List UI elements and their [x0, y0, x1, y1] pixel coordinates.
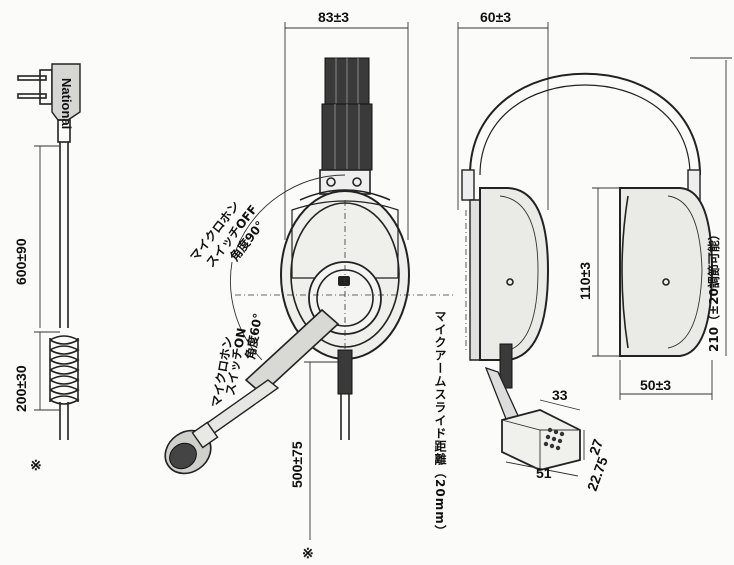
mic-box-grille	[543, 427, 565, 451]
cable-assembly: National ※ 600±90 200±30	[13, 63, 81, 473]
cord-boot	[337, 349, 353, 395]
side-earcup	[479, 187, 550, 361]
plug-strain-relief	[57, 119, 71, 143]
cord-length-label: 500±75	[289, 441, 305, 488]
hub-button	[338, 276, 350, 286]
headband-arc-outer	[469, 72, 701, 176]
angle-arc-off	[235, 174, 346, 251]
slider-left	[461, 169, 475, 201]
mic-box-length: 51	[536, 465, 552, 481]
angle-arc-on	[229, 261, 263, 361]
coil-length-label: 200±30	[13, 365, 29, 412]
mic-joint	[191, 421, 219, 449]
ear-height-label: 110±3	[577, 262, 593, 300]
headband-arc-inner	[479, 84, 691, 176]
front-view: 83±3	[164, 9, 455, 561]
front-note-mark: ※	[302, 545, 314, 561]
ear-view: 110±3 50±3 210（±20調節可能）	[577, 57, 732, 400]
ear-cushion	[619, 187, 714, 357]
plug-brand: National	[59, 78, 74, 129]
mic-grille	[169, 442, 197, 470]
side-view: 60±3 33 51 27 22.75	[433, 9, 701, 538]
mic-box-depth: 22.75	[584, 454, 611, 493]
mic-box	[501, 409, 581, 471]
mic-box-width: 33	[552, 387, 568, 403]
cable-length-label: 600±90	[13, 238, 29, 285]
side-depth-label: 60±3	[480, 9, 511, 25]
plug-neck	[39, 69, 53, 105]
mic-slide-label: マイクアームスライド距離（20mm）	[433, 310, 447, 538]
plug-pin-bottom	[17, 93, 47, 99]
front-width-label: 83±3	[318, 9, 349, 25]
mic-box-height: 27	[586, 437, 606, 457]
headband-height-label: 210（±20調節可能）	[706, 228, 721, 352]
plug-pin-top	[17, 75, 47, 81]
coil-section	[49, 335, 80, 405]
cable-note-mark: ※	[30, 457, 42, 473]
ear-width-label: 50±3	[640, 377, 671, 393]
